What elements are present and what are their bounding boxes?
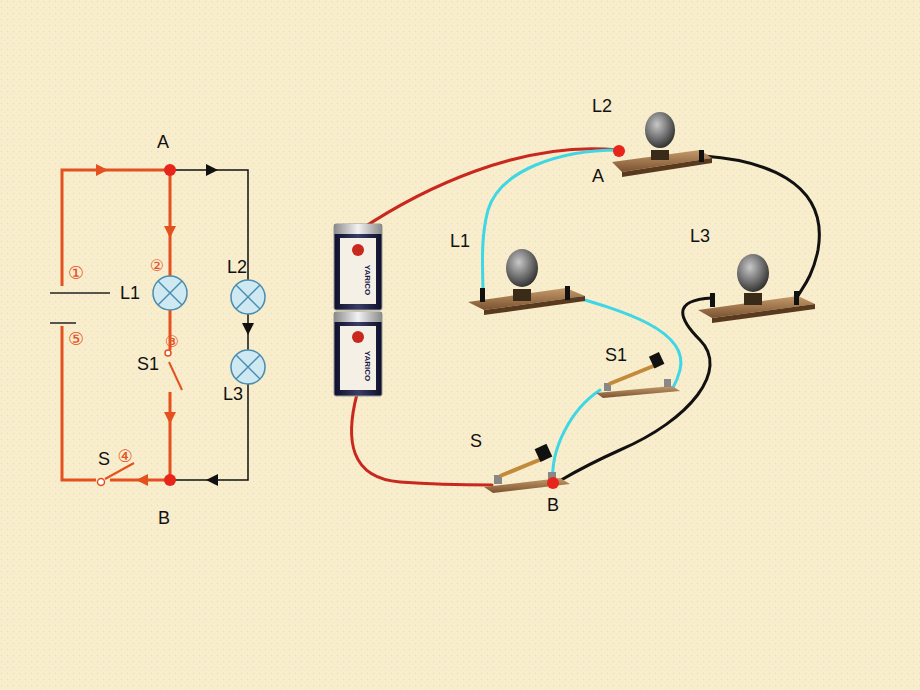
switch-label: S	[470, 432, 482, 450]
lamp-label: L2	[592, 97, 612, 115]
switch-label: S1	[137, 355, 159, 373]
lamp-label: L3	[223, 385, 243, 403]
lamp-boards	[468, 112, 815, 323]
callout-number: ③	[165, 334, 179, 350]
lamp-label: L1	[120, 284, 140, 302]
batteries	[334, 224, 382, 396]
callout-number: ①	[68, 264, 84, 282]
lamp-label: L1	[450, 232, 470, 250]
node-label: A	[592, 167, 604, 185]
lamp-label: L3	[690, 227, 710, 245]
lamp-label: L2	[227, 258, 247, 276]
node-label: B	[158, 509, 170, 527]
wiring-illustration	[352, 149, 820, 485]
switch-label: S1	[605, 346, 627, 364]
callout-number: ⑤	[68, 330, 84, 348]
node-label: A	[157, 133, 169, 151]
callout-number: ④	[117, 448, 132, 465]
switch-label: S	[98, 450, 110, 468]
schematic	[50, 164, 265, 486]
callout-number: ②	[150, 258, 164, 274]
battery-brand: YARICO	[363, 265, 371, 295]
battery-brand: YARICO	[363, 351, 371, 381]
node-label: B	[547, 496, 559, 514]
switch-boards	[484, 352, 680, 493]
